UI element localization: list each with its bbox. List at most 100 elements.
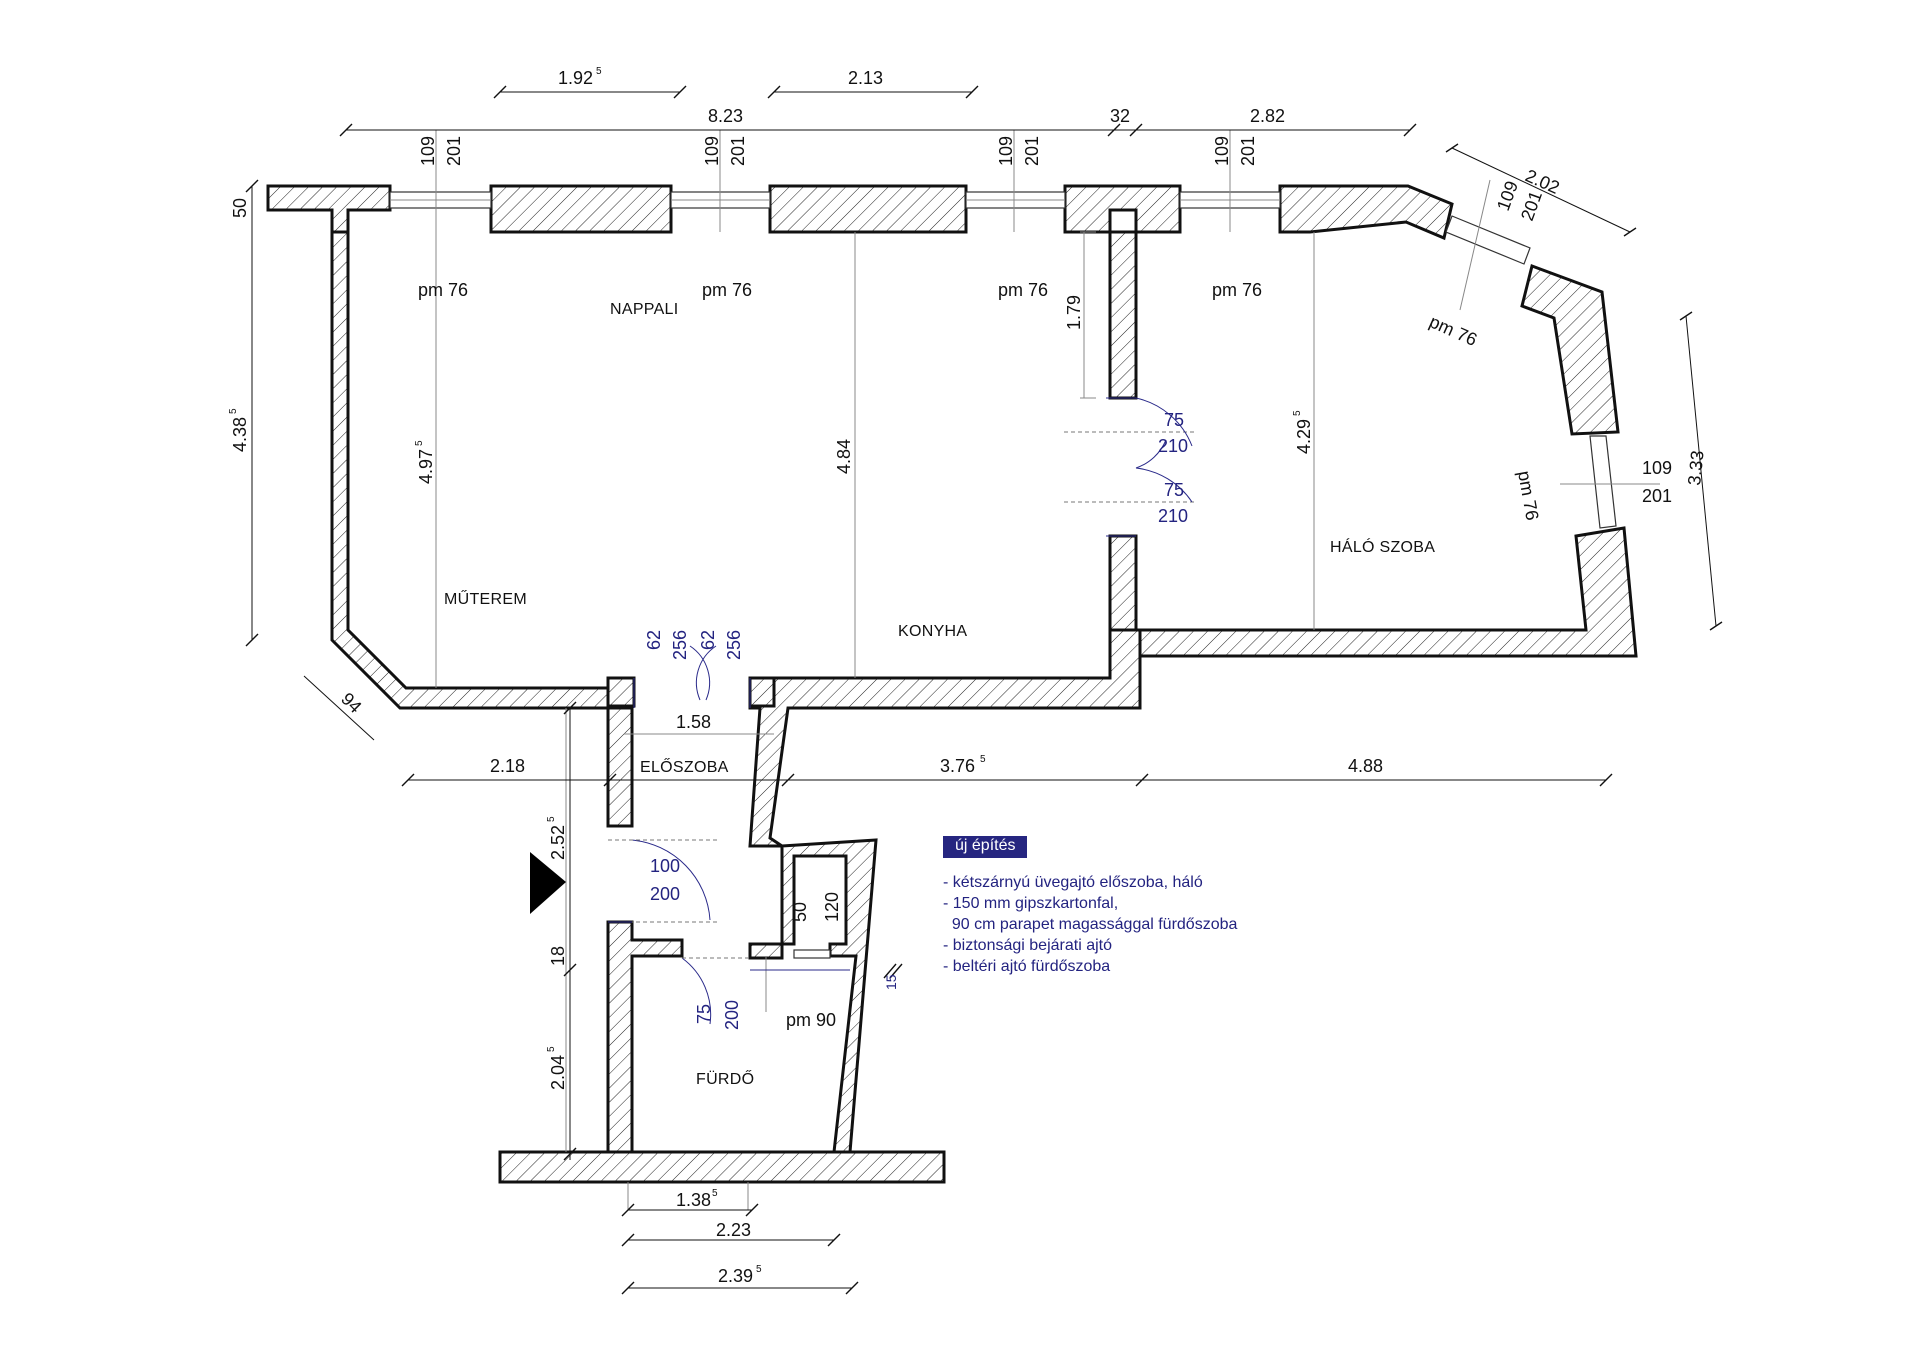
wall-bath-niche-bottom — [748, 942, 784, 960]
room-label-nappali: NAPPALI — [610, 301, 679, 318]
room-label-muterem: MŰTEREM — [444, 589, 527, 608]
door-labels: 75 210 75 210 62 256 62 256 100 200 75 2… — [644, 410, 1188, 1030]
door-width: 100 — [650, 856, 680, 876]
wall-top-pier-4 — [1278, 184, 1454, 241]
window-6 — [1589, 435, 1617, 529]
dim-label: 3.76 — [940, 756, 975, 776]
dimension-labels: 1.92 5 2.13 8.23 32 2.82 50 4.38 5 94 2.… — [228, 66, 1708, 1286]
door-swings — [608, 397, 1196, 1025]
dim-label: 2.18 — [490, 756, 525, 776]
window-width: 201 — [1517, 188, 1546, 223]
dim-label: 32 — [1110, 106, 1130, 126]
legend: új építés - kétszárnyú üvegajtó előszoba… — [943, 836, 1323, 977]
room-label-halo-szoba: HÁLÓ SZOBA — [1330, 537, 1435, 556]
wall-partition-upper — [1108, 230, 1138, 400]
door-width: 62 — [698, 630, 718, 650]
dim-label: 2.52 — [548, 825, 568, 860]
door-height: 256 — [670, 630, 690, 660]
window-parapet: pm 76 — [1514, 469, 1542, 522]
door-height: 256 — [724, 630, 744, 660]
door-height: 200 — [722, 1000, 742, 1030]
wall-bath-left — [606, 920, 684, 1154]
dim-label: 2.04 — [548, 1055, 568, 1090]
window-bath — [793, 949, 831, 959]
dim-sup: 5 — [756, 1264, 762, 1275]
wall-hall-stub-left — [606, 676, 636, 708]
legend-item: - biztonsági bejárati ajtó — [943, 937, 1112, 954]
entry-arrow-icon — [530, 852, 566, 914]
window-parapet: pm 76 — [1212, 280, 1262, 300]
dim-label: 120 — [822, 892, 842, 922]
legend-item: 90 cm parapet magassággal fürdőszoba — [943, 916, 1238, 933]
dim-label: 4.29 — [1294, 419, 1314, 454]
dim-sup: 5 — [980, 754, 986, 765]
dim-label: 2.39 — [718, 1266, 753, 1286]
room-label-furdo: FÜRDŐ — [696, 1069, 754, 1088]
wall-bath-right — [780, 838, 878, 1154]
door-width: 75 — [1164, 480, 1184, 500]
wall-hall-stub-right — [748, 676, 776, 708]
dim-label: 1.38 — [676, 1190, 711, 1210]
dim-sup: 5 — [712, 1188, 718, 1199]
window-height: 109 — [1493, 178, 1522, 213]
window-width: 201 — [728, 136, 748, 166]
wall-top-pier-1 — [489, 184, 673, 234]
dim-sup: 5 — [546, 1046, 557, 1052]
legend-item: - beltéri ajtó fürdőszoba — [943, 958, 1111, 975]
legend-item: - kétszárnyú üvegajtó előszoba, háló — [943, 874, 1203, 891]
dim-label: 1.92 — [558, 68, 593, 88]
window-parapet: pm 76 — [702, 280, 752, 300]
dim-label: 50 — [230, 198, 250, 218]
dim-label: 8.23 — [708, 106, 743, 126]
window-width: 201 — [1642, 486, 1672, 506]
interior-lines — [435, 130, 1660, 1210]
dim-label: 4.84 — [834, 439, 854, 474]
dim-label: 4.97 — [416, 449, 436, 484]
window-width: 201 — [444, 136, 464, 166]
window-parapet: pm 76 — [418, 280, 468, 300]
dim-label: 15 — [883, 974, 899, 990]
wall-top-pier-2 — [768, 184, 968, 234]
dim-label: 1.58 — [676, 712, 711, 732]
window-height: 109 — [418, 136, 438, 166]
door-height: 200 — [650, 884, 680, 904]
door-height: 210 — [1158, 436, 1188, 456]
window-height: 109 — [702, 136, 722, 166]
dim-sup: 5 — [1292, 410, 1303, 416]
legend-list: - kétszárnyú üvegajtó előszoba, háló - 1… — [943, 872, 1323, 977]
dimension-lines — [245, 85, 1723, 1295]
dim-label: 18 — [548, 946, 568, 966]
wall-top-pier-3 — [1063, 184, 1182, 234]
wall-left-outer — [330, 230, 610, 710]
dim-sup: 5 — [596, 66, 602, 77]
wall-partition-lower — [1108, 534, 1138, 632]
window-width: 201 — [1238, 136, 1258, 166]
window-width: 201 — [1022, 136, 1042, 166]
walls — [266, 184, 1638, 1184]
wall-top-left — [266, 184, 392, 234]
door-width: 75 — [694, 1004, 714, 1024]
legend-item: - 150 mm gipszkartonfal, — [943, 895, 1119, 912]
door-width: 75 — [1164, 410, 1184, 430]
dim-label: 2.23 — [716, 1220, 751, 1240]
dim-label: 1.79 — [1064, 295, 1084, 330]
room-labels: NAPPALI MŰTEREM KONYHA HÁLÓ SZOBA ELŐSZO… — [444, 301, 1435, 1088]
window-height: 109 — [1642, 458, 1672, 478]
wall-bottom-slab — [498, 1150, 946, 1184]
window-height: 109 — [1212, 136, 1232, 166]
room-label-eloszoba: ELŐSZOBA — [640, 757, 729, 776]
window-parapet: pm 76 — [1426, 311, 1480, 350]
dim-label: 2.13 — [848, 68, 883, 88]
wall-kitchen-bottom — [748, 628, 1142, 848]
dim-label: 3.33 — [1684, 449, 1708, 486]
legend-title: új építés — [943, 836, 1028, 858]
room-label-konyha: KONYHA — [898, 623, 967, 640]
dim-label: 50 — [790, 902, 810, 922]
dim-label: 2.82 — [1250, 106, 1285, 126]
door-height: 210 — [1158, 506, 1188, 526]
dim-sup: 5 — [228, 408, 239, 414]
dim-label: 4.88 — [1348, 756, 1383, 776]
dim-label: 4.38 — [230, 417, 250, 452]
window-parapet: pm 76 — [998, 280, 1048, 300]
